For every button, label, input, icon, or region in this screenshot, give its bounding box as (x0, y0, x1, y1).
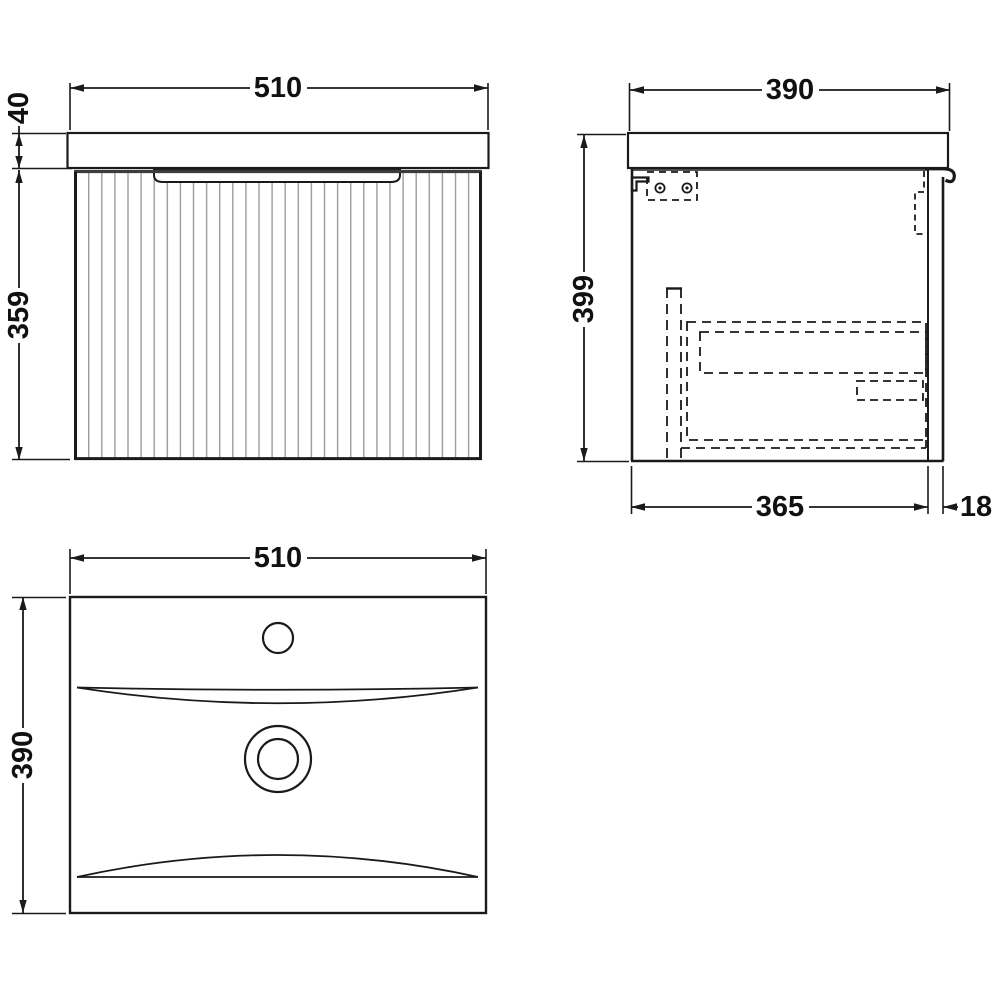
dim-label-body-height: 359 (3, 291, 35, 339)
cabinet-outline-side (630, 168, 945, 463)
side-view: 390 399 365 18 (568, 74, 992, 523)
dim-label-counter-height: 40 (3, 92, 35, 124)
tap-hole (261, 621, 295, 655)
dim-plan-width: 510 (69, 542, 487, 594)
dim-front-width: 510 (69, 72, 489, 130)
wall-bracket (630, 171, 698, 201)
dim-label-door-thickness: 18 (960, 491, 992, 523)
countertop-side (626, 131, 950, 170)
arrowhead (580, 135, 588, 148)
basin-front-curve (76, 854, 479, 878)
basin-outline (68, 595, 488, 915)
countertop-front (66, 131, 490, 170)
dim-side-depth: 390 (628, 74, 951, 131)
dim-body-height: 359 (3, 170, 70, 461)
arrowhead (472, 554, 486, 562)
dim-counter-height: 40 (3, 92, 72, 170)
dim-label-plan-depth: 390 (7, 731, 39, 779)
arrowhead (630, 86, 644, 94)
basin-back-curve (76, 686, 479, 705)
arrowhead (70, 554, 84, 562)
drawer-hidden-lines (666, 287, 927, 461)
arrowhead (15, 156, 23, 168)
arrowhead (19, 900, 27, 913)
waste-hole-outer (243, 724, 313, 794)
arrowhead (631, 503, 645, 511)
arrowhead (474, 84, 488, 92)
arrowhead (914, 503, 928, 511)
hinge-bracket-hidden (914, 171, 928, 235)
dim-label-front-width: 510 (254, 72, 302, 104)
front-view: 510 40 359 (3, 72, 490, 461)
arrowhead (936, 86, 950, 94)
dim-label-plan-width: 510 (254, 542, 302, 574)
screw-hole (681, 182, 693, 194)
dim-label-side-height: 399 (568, 275, 600, 323)
screw-hole (654, 182, 666, 194)
arrowhead (15, 133, 23, 146)
drawer-side-panel-hidden (699, 331, 927, 374)
arrowhead (15, 447, 23, 460)
plan-view: 510 390 (7, 542, 488, 915)
drawer-runner-hidden (856, 380, 924, 401)
screw-center (658, 186, 662, 190)
screw-center (685, 186, 689, 190)
dim-label-side-depth: 390 (766, 74, 814, 106)
dim-plan-depth: 390 (7, 596, 66, 915)
cabinet-outline-front (74, 172, 482, 461)
arrowhead (15, 170, 23, 183)
arrowhead (943, 503, 957, 511)
dim-side-height: 399 (568, 133, 629, 463)
arrowhead (580, 448, 588, 461)
basin-lip-overhang (925, 167, 956, 184)
bracket-hook (630, 176, 650, 192)
basin-back-edge (76, 686, 479, 691)
arrowhead (70, 84, 84, 92)
waste-hole-inner (256, 737, 300, 781)
dim-internal-depth: 365 18 (630, 466, 992, 523)
fluted-front-panel (74, 172, 482, 459)
arrowhead (19, 597, 27, 610)
dim-label-internal-depth: 365 (756, 491, 804, 523)
